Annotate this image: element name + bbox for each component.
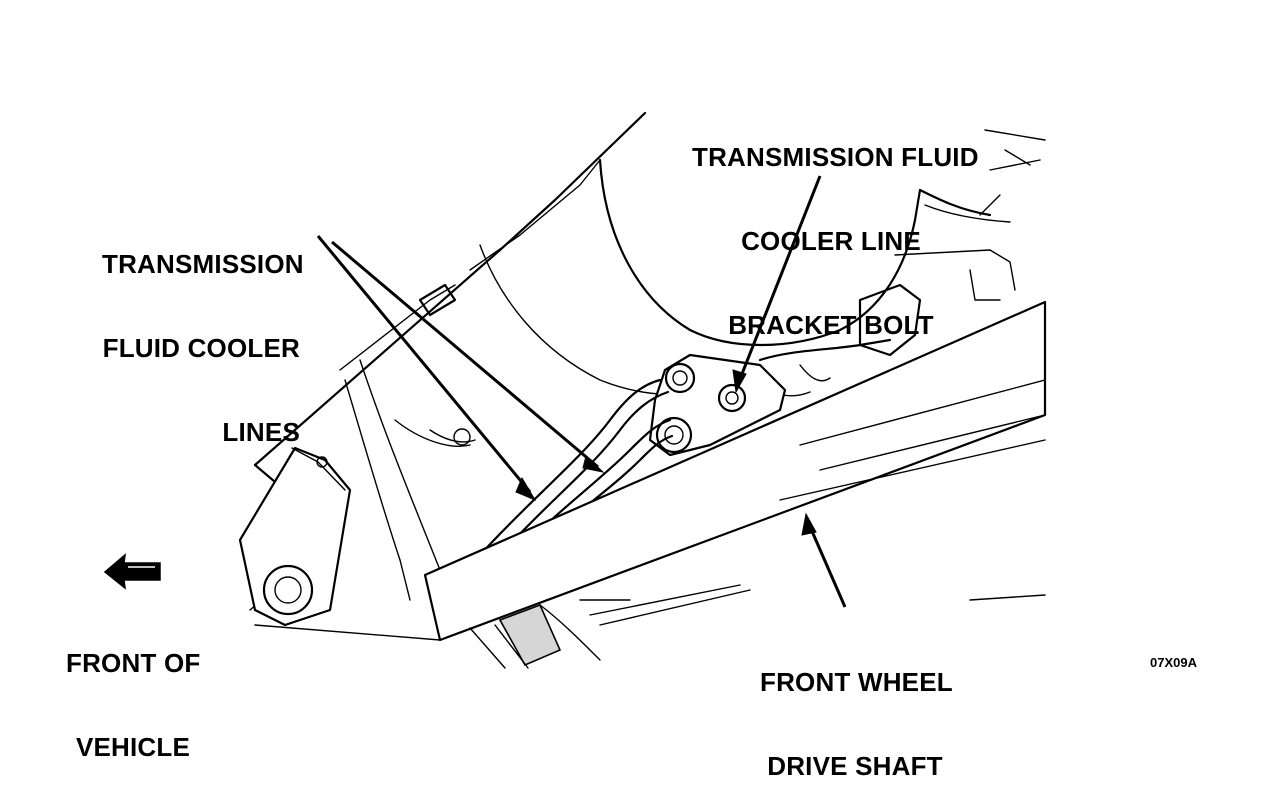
bracket-bolt-lower — [655, 416, 693, 454]
front-of-vehicle-label: FRONT OF VEHICLE — [66, 648, 201, 762]
transmission-housing — [253, 111, 1046, 601]
bracket-bolt-upper — [664, 362, 696, 394]
drive-shaft-label: FRONT WHEEL DRIVE SHAFT — [760, 667, 953, 781]
mount-bracket — [238, 446, 352, 627]
figure-code: 07X09A — [1150, 655, 1197, 670]
cooler-lines-label: TRANSMISSION FLUID COOLER LINES — [102, 249, 304, 447]
drive-shaft — [423, 300, 1047, 642]
front-arrow-icon — [103, 553, 161, 590]
transmission-cooler-line-diagram — [103, 111, 1047, 669]
cooler-line-bracket — [648, 353, 787, 457]
bracket-bolt — [717, 383, 747, 413]
bracket-bolt-label: TRANSMISSION FLUID COOLER LINE BRACKET B… — [692, 142, 979, 340]
leader-lines — [316, 175, 847, 608]
